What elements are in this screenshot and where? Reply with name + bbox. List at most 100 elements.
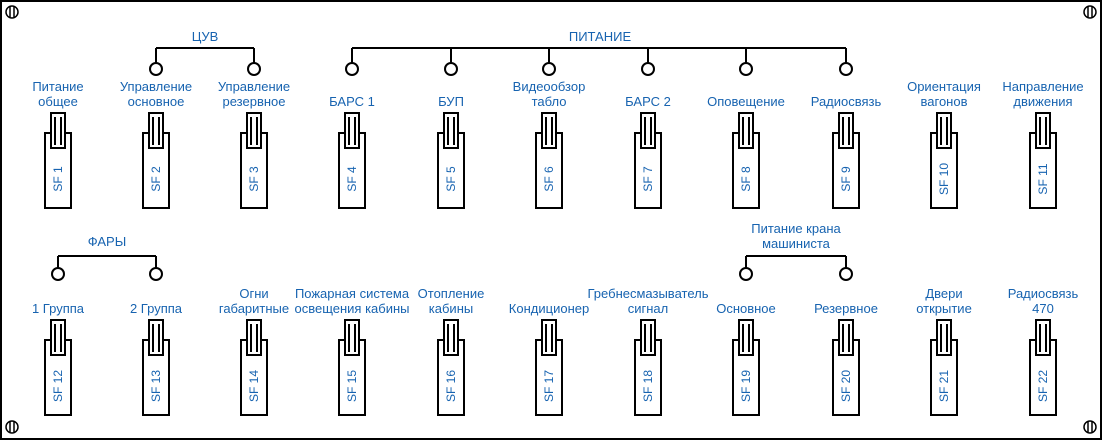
breaker-label: Основное (671, 301, 821, 316)
circuit-breaker-switch[interactable]: SF 14 (240, 319, 268, 416)
breaker-label-line: Питание (32, 79, 84, 94)
breaker-label-line: БУП (438, 94, 464, 109)
group-label-pitanie: ПИТАНИЕ (568, 29, 632, 44)
breaker-body (338, 132, 366, 209)
circuit-breaker-switch[interactable]: SF 9 (832, 112, 860, 209)
breaker-id: SF 11 (1036, 163, 1050, 194)
breaker-lever (246, 319, 262, 356)
terminal-circle (739, 267, 753, 281)
terminal-circle (51, 267, 65, 281)
screw-icon (5, 420, 19, 434)
breaker-lever (50, 319, 66, 356)
bracket-cuv (155, 47, 255, 63)
group-label-kran-line2: машиниста (762, 236, 830, 251)
breaker-id: SF 2 (149, 166, 163, 192)
breaker-label-line: общее (38, 94, 78, 109)
breaker-label-line: табло (531, 94, 567, 109)
circuit-breaker-switch[interactable]: SF 18 (634, 319, 662, 416)
breaker-label-line: 2 Группа (129, 301, 183, 316)
circuit-breaker-switch[interactable]: SF 22 (1029, 319, 1057, 416)
bracket-pitanie (351, 47, 847, 63)
breaker-lever (838, 112, 854, 149)
breaker-label: БАРС 1 (277, 94, 427, 109)
breaker-lever (640, 112, 656, 149)
circuit-breaker-switch[interactable]: SF 17 (535, 319, 563, 416)
breaker-label-line: основное (127, 94, 185, 109)
circuit-breaker-switch[interactable]: SF 10 (930, 112, 958, 209)
breaker-label: 1 Группа (0, 301, 133, 316)
bracket-fary (57, 255, 157, 268)
screw-icon (1083, 5, 1097, 19)
breaker-label-line: вагонов (920, 94, 968, 109)
circuit-breaker-switch[interactable]: SF 19 (732, 319, 760, 416)
breaker-lever (148, 319, 164, 356)
circuit-breaker-switch[interactable]: SF 4 (338, 112, 366, 209)
terminal-circle (839, 62, 853, 76)
circuit-breaker-switch[interactable]: SF 8 (732, 112, 760, 209)
breaker-id: SF 21 (937, 370, 951, 402)
breaker-label-line: сигнал (627, 301, 669, 316)
terminal-circle (641, 62, 655, 76)
breaker-id: SF 13 (149, 370, 163, 402)
breaker-label-line: Видеообзор (512, 79, 586, 94)
breaker-id: SF 5 (444, 166, 458, 192)
breaker-label-line: Гребнесмазыватель (587, 286, 709, 301)
breaker-label-line: освещения кабины (294, 301, 410, 316)
circuit-breaker-switch[interactable]: SF 6 (535, 112, 563, 209)
screw-icon (5, 5, 19, 19)
breaker-lever (838, 319, 854, 356)
breaker-label-line: Радиосвязь (810, 94, 882, 109)
breaker-lever (148, 112, 164, 149)
circuit-breaker-switch[interactable]: SF 12 (44, 319, 72, 416)
breaker-label-line: габаритные (218, 301, 290, 316)
breaker-label-line: Управление (119, 79, 193, 94)
breaker-label-line: Кондиционер (508, 301, 590, 316)
breaker-lever (936, 112, 952, 149)
breaker-id: SF 22 (1036, 370, 1050, 402)
breaker-label: 2 Группа (81, 301, 231, 316)
breaker-label-line: 1 Группа (31, 301, 85, 316)
breaker-label-line: Отопление (417, 286, 485, 301)
breaker-id: SF 15 (345, 370, 359, 402)
circuit-breaker-switch[interactable]: SF 3 (240, 112, 268, 209)
breaker-label: БАРС 2 (573, 94, 723, 109)
bracket-kran (745, 255, 847, 268)
terminal-circle (149, 267, 163, 281)
circuit-breaker-switch[interactable]: SF 1 (44, 112, 72, 209)
circuit-breaker-switch[interactable]: SF 13 (142, 319, 170, 416)
breaker-label-line: БАРС 2 (625, 94, 671, 109)
circuit-breaker-switch[interactable]: SF 2 (142, 112, 170, 209)
terminal-circle (247, 62, 261, 76)
breaker-lever (738, 112, 754, 149)
breaker-label-line: Направление (1002, 79, 1084, 94)
breaker-label-line: открытие (916, 301, 972, 316)
breaker-lever (246, 112, 262, 149)
circuit-breaker-switch[interactable]: SF 11 (1029, 112, 1057, 209)
breaker-lever (50, 112, 66, 149)
circuit-breaker-switch[interactable]: SF 7 (634, 112, 662, 209)
circuit-breaker-switch[interactable]: SF 16 (437, 319, 465, 416)
breaker-label-line: Основное (716, 301, 776, 316)
breaker-lever (640, 319, 656, 356)
breaker-label-line: движения (1013, 94, 1073, 109)
circuit-breaker-switch[interactable]: SF 5 (437, 112, 465, 209)
circuit-breaker-switch[interactable]: SF 21 (930, 319, 958, 416)
terminal-circle (444, 62, 458, 76)
breaker-id: SF 18 (641, 370, 655, 402)
screw-icon (1083, 420, 1097, 434)
group-label-kran: Питание крана машиниста (696, 221, 896, 251)
group-label-kran-line1: Питание крана (751, 221, 841, 236)
circuit-breaker-switch[interactable]: SF 15 (338, 319, 366, 416)
breaker-id: SF 7 (641, 166, 655, 192)
breaker-id: SF 8 (739, 166, 753, 192)
circuit-breaker-switch[interactable]: SF 20 (832, 319, 860, 416)
breaker-label-line: Резервное (814, 301, 878, 316)
